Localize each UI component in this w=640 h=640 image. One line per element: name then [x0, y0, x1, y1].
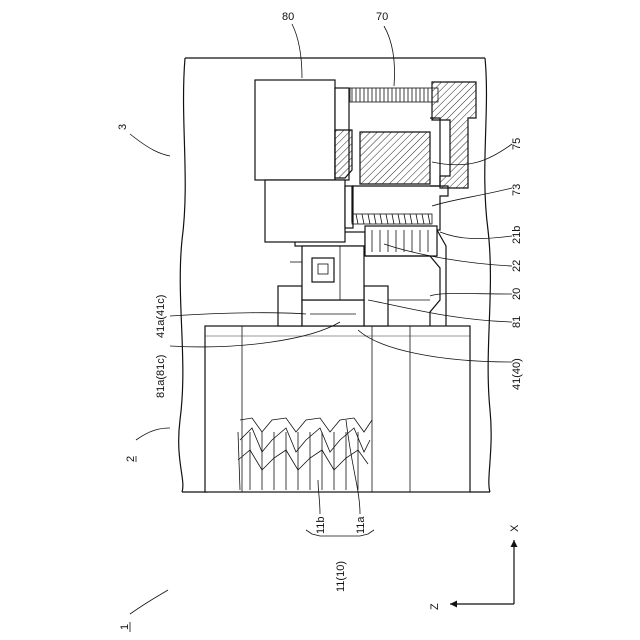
spring-70: [350, 88, 438, 102]
label-41a: 41a(41c): [155, 295, 167, 338]
label-80: 80: [282, 11, 294, 23]
contacts-22: [352, 214, 437, 256]
label-21b: 21b: [511, 226, 523, 244]
label-73: 73: [511, 184, 523, 196]
label-2: 2: [125, 456, 137, 462]
label-22: 22: [511, 260, 523, 272]
label-3: 3: [117, 124, 129, 130]
label-20: 20: [511, 288, 523, 300]
label-75: 75: [511, 138, 523, 150]
axis-z-label: Z: [429, 603, 441, 610]
axis-indicator: [450, 540, 514, 604]
label-11-10: 11(10): [335, 561, 347, 592]
label-81a: 81a(81c): [155, 355, 167, 398]
board-2-connector: [205, 326, 470, 492]
label-81: 81: [511, 316, 523, 328]
label-70: 70: [376, 11, 388, 23]
label-41-40: 41(40): [511, 358, 523, 390]
label-1: 1: [119, 624, 131, 630]
label-11b: 11b: [315, 516, 327, 534]
label-11a: 11a: [355, 516, 367, 534]
axis-x-label: X: [509, 524, 521, 532]
